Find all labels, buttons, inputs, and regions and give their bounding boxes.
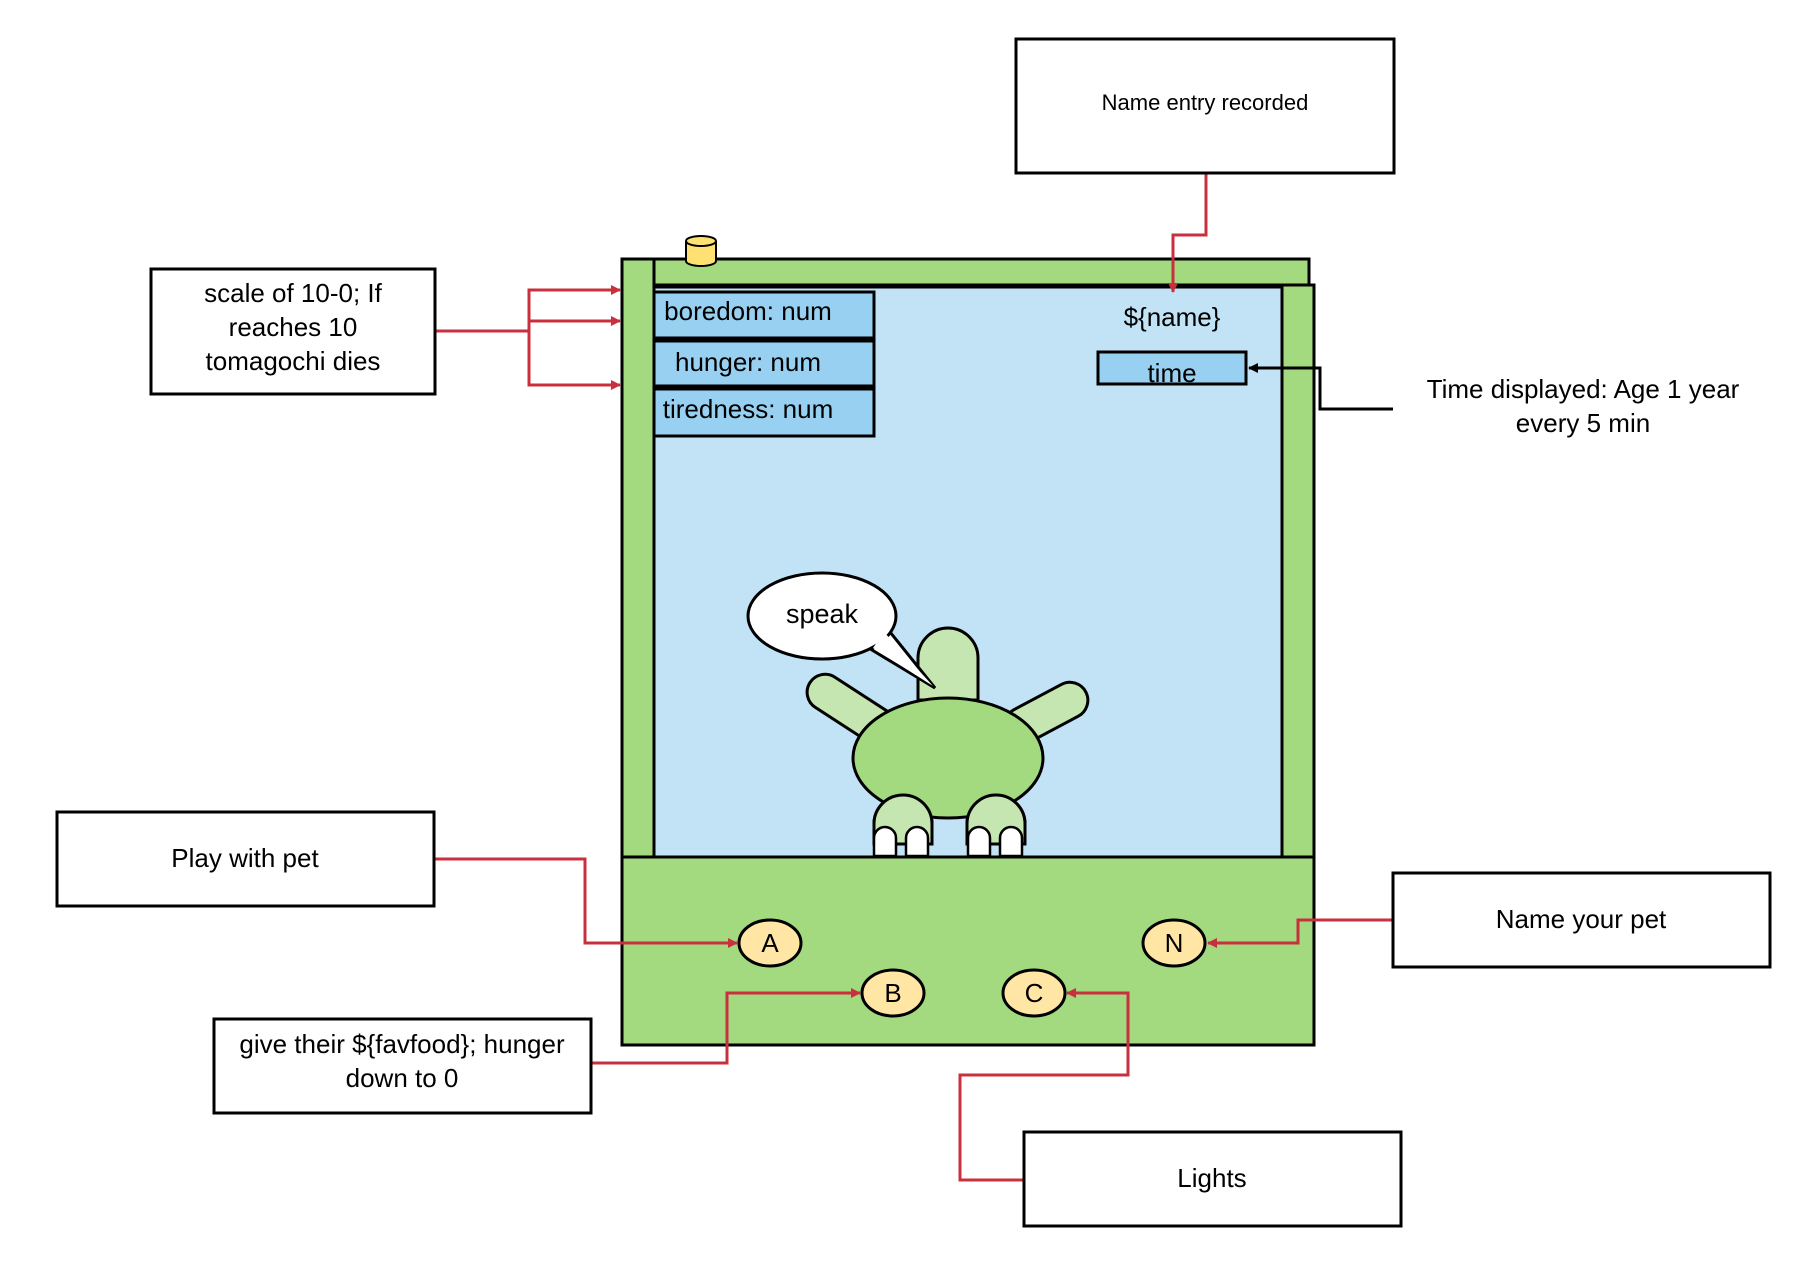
connector-play [434,857,738,948]
connector-lights [958,988,1130,1182]
device-left-bar [620,257,656,861]
name-pet-text: Name your pet [1496,904,1667,934]
button-n[interactable]: N [1141,918,1207,968]
time-box [1096,350,1248,386]
pet-toe [872,825,898,858]
speech-bubble: speak [746,571,937,690]
connector-name-entry [1168,174,1208,293]
play-text: Play with pet [171,843,319,873]
button-c-label: C [1025,978,1044,1008]
device: boredom: num hunger: num tiredness: num … [620,235,1316,1047]
pet-toe [998,825,1024,858]
connector-feed [591,988,861,1065]
button-b[interactable]: B [860,968,926,1018]
time-text-line2: every 5 min [1516,408,1650,438]
pet-name: ${name} [1124,302,1221,332]
connector-name-pet [1207,918,1392,948]
scale-text-line2: reaches 10 [229,312,358,342]
scale-text-line1: scale of 10-0; If [204,278,383,308]
lights-text: Lights [1177,1163,1246,1193]
button-a-label: A [761,928,779,958]
annotation-scale: scale of 10-0; If reaches 10 tomagochi d… [149,267,437,396]
connector-scale-boredom [434,285,621,333]
hunger-stat: hunger: num [675,347,821,377]
tiredness-stat-box [652,387,876,438]
device-right-bar [1280,283,1316,861]
boredom-stat: boredom: num [664,296,832,326]
annotation-time: Time displayed: Age 1 year every 5 min [1427,374,1740,438]
annotation-play: Play with pet [55,810,436,908]
speech-text: speak [786,599,859,629]
scale-text-line3: tomagochi dies [206,346,381,376]
boredom-stat-box [652,290,876,340]
connector-scale-tiredness [527,331,621,390]
pet-head [916,626,980,702]
button-c[interactable]: C [1001,968,1067,1018]
pet-body [851,696,1045,820]
feed-text-line2: down to 0 [346,1063,459,1093]
annotation-name-pet: Name your pet [1391,871,1772,969]
time-text-line1: Time displayed: Age 1 year [1427,374,1740,404]
time-label: time [1147,358,1196,388]
knob-icon [685,235,717,267]
button-n-label: N [1165,928,1184,958]
pet-toe [904,825,930,858]
hunger-stat-box [652,339,876,388]
button-a[interactable]: A [737,918,803,968]
button-b-label: B [884,978,901,1008]
tiredness-stat: tiredness: num [663,394,834,424]
annotation-name-entry: Name entry recorded [1014,37,1396,175]
annotation-feed: give their ${favfood}; hunger down to 0 [212,1017,593,1115]
connector-time [1248,363,1393,411]
annotation-lights: Lights [1022,1130,1403,1228]
feed-text-line1: give their ${favfood}; hunger [239,1029,565,1059]
device-top-bar [620,257,1311,287]
name-entry-text: Name entry recorded [1102,90,1309,115]
pet-toe [966,825,992,858]
pet [805,626,1090,858]
